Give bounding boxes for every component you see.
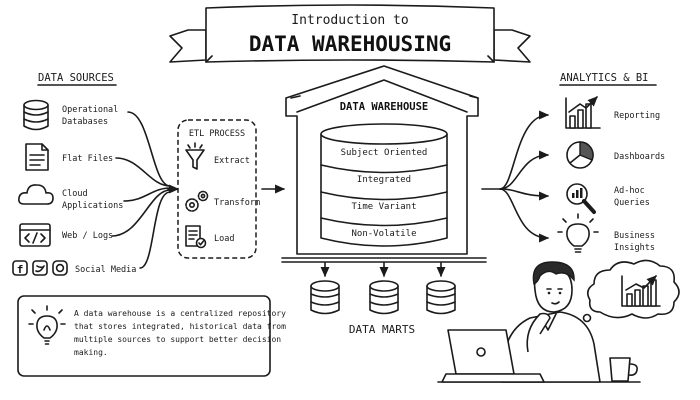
source-label-flat-files: Flat Files bbox=[62, 154, 113, 164]
page-title: DATA WAREHOUSING bbox=[249, 32, 451, 56]
gears-icon bbox=[185, 190, 209, 212]
analytics-label-reporting: Reporting bbox=[614, 111, 660, 121]
funnel-icon bbox=[185, 142, 205, 170]
thought-bubble bbox=[576, 259, 680, 330]
title-line1: Introduction to bbox=[291, 13, 408, 28]
etl-heading: ETL PROCESS bbox=[189, 129, 245, 139]
analytics-label-business-2: Insights bbox=[614, 243, 655, 253]
analytics-label-business: Business bbox=[614, 231, 655, 241]
analytics-label-adhoc: Ad-hoc bbox=[614, 186, 645, 196]
warehouse-layer-subject-oriented: Subject Oriented bbox=[341, 148, 428, 158]
magnifier-icon bbox=[566, 183, 596, 214]
source-label-web-logs: Web / Logs bbox=[62, 231, 113, 241]
person-arm bbox=[526, 312, 551, 353]
warehouse-layer-time-variant: Time Variant bbox=[351, 202, 416, 212]
thought-chart-icon bbox=[621, 275, 661, 307]
data-mart-cylinder-1 bbox=[310, 280, 340, 315]
data-sources-section: DATA SOURCES Operational Databases Flat … bbox=[12, 72, 180, 276]
source-label-operational-databases: Operational bbox=[62, 105, 118, 115]
analytics-heading: ANALYTICS & BI bbox=[560, 72, 649, 84]
database-icon bbox=[23, 99, 49, 131]
note-line-1: A data warehouse is a centralized reposi… bbox=[74, 309, 286, 318]
warehouse-heading: DATA WAREHOUSE bbox=[340, 101, 429, 113]
etl-step-extract: Extract bbox=[214, 156, 250, 166]
warehouse-layer-non-volatile: Non-Volatile bbox=[351, 229, 416, 239]
social-media-icons: f bbox=[12, 260, 68, 276]
etl-step-transform: Transform bbox=[214, 198, 260, 208]
file-icon bbox=[25, 143, 49, 171]
etl-process-box: ETL PROCESS Extract Transform Load bbox=[177, 119, 260, 259]
title-banner: Introduction to DATA WAREHOUSING bbox=[169, 4, 531, 63]
note-line-4: making. bbox=[74, 348, 108, 357]
note-lightbulb-icon bbox=[28, 305, 66, 345]
data-marts-heading: DATA MARTS bbox=[349, 323, 415, 336]
source-label-operational-databases-2: Databases bbox=[62, 117, 108, 127]
analytics-label-adhoc-2: Queries bbox=[614, 198, 650, 208]
coffee-mug-icon bbox=[609, 357, 638, 382]
checklist-icon bbox=[185, 225, 207, 249]
note-line-2: that stores integrated, historical data … bbox=[74, 322, 286, 331]
source-label-social-media: Social Media bbox=[75, 265, 136, 275]
person-at-laptop-illustration bbox=[437, 259, 680, 383]
note-line-3: multiple sources to support better decis… bbox=[74, 335, 281, 344]
analytics-section: ANALYTICS & BI Reporting Dashboards bbox=[481, 72, 665, 253]
pie-chart-icon bbox=[566, 141, 594, 169]
warehouse-cylinder bbox=[320, 123, 448, 247]
cloud-icon bbox=[18, 184, 54, 205]
source-label-cloud-2: Applications bbox=[62, 201, 123, 211]
lightbulb-icon bbox=[557, 213, 599, 253]
etl-step-load: Load bbox=[214, 234, 234, 244]
sources-to-etl-connectors bbox=[111, 111, 180, 269]
code-window-icon bbox=[19, 223, 51, 247]
person-head bbox=[532, 261, 575, 313]
data-mart-cylinder-2 bbox=[369, 280, 399, 315]
data-warehouse-house: DATA WAREHOUSE Subject Oriented Integrat… bbox=[281, 65, 487, 263]
info-note: A data warehouse is a centralized reposi… bbox=[17, 295, 286, 377]
bar-chart-icon bbox=[565, 96, 601, 129]
data-marts-section: DATA MARTS bbox=[310, 262, 456, 336]
warehouse-to-analytics-connectors bbox=[481, 110, 550, 243]
warehouse-base bbox=[281, 257, 487, 263]
warehouse-layer-integrated: Integrated bbox=[357, 175, 411, 185]
svg-text:f: f bbox=[17, 263, 24, 276]
sources-heading: DATA SOURCES bbox=[38, 72, 114, 84]
laptop-icon bbox=[441, 329, 545, 383]
data-mart-cylinder-3 bbox=[426, 280, 456, 315]
analytics-label-dashboards: Dashboards bbox=[614, 152, 665, 162]
source-label-cloud: Cloud bbox=[62, 189, 88, 199]
